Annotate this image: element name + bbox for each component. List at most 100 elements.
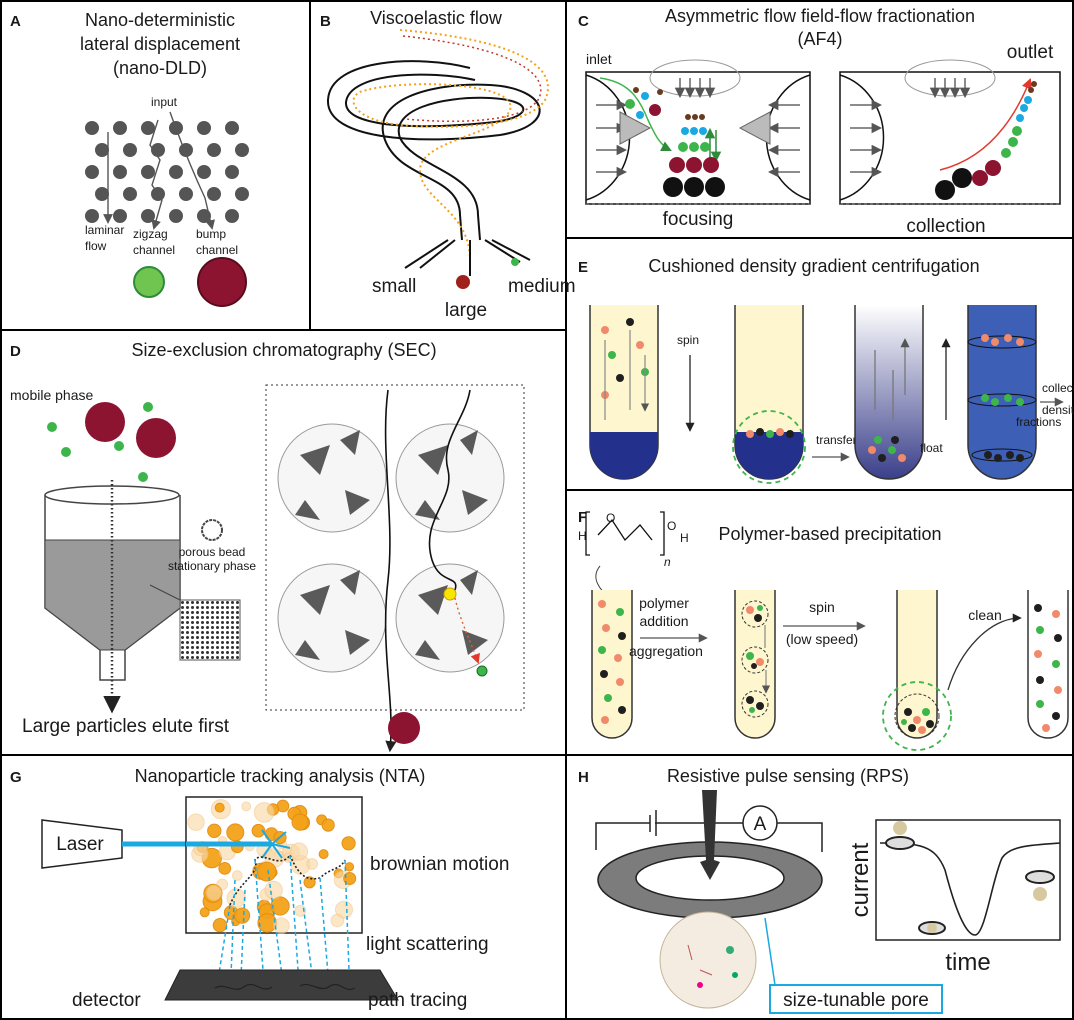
dld-pillar [225, 165, 239, 179]
collection-crossflow-arrows [850, 78, 971, 178]
inlet-arrow [599, 77, 672, 151]
panel-f-title: Polymer-based precipitation [718, 524, 941, 544]
nta-particle [234, 907, 251, 924]
bead-pores [295, 430, 488, 660]
detector-trace-2 [299, 983, 356, 990]
dld-pillar [207, 187, 221, 201]
brownian-trajectory [229, 853, 346, 906]
large-particle-eluted [388, 712, 420, 744]
low-speed-label: (low speed) [786, 631, 858, 647]
dld-pillar [141, 165, 155, 179]
nta-particles [187, 799, 357, 935]
brownian-label: brownian motion [370, 854, 509, 875]
dld-pillar [235, 187, 249, 201]
tube-3 [854, 305, 924, 480]
panel-h: H Resistive pulse sensing (RPS) A size-t… [578, 766, 1061, 1014]
panel-letter-g: G [10, 769, 22, 786]
peg-o-right: O [667, 519, 676, 533]
focusing-particles [625, 87, 725, 197]
panel-d: D Size-exclusion chromatography (SEC) mo… [10, 340, 525, 753]
tube-a [591, 590, 633, 739]
panel-a-title-1: Nano-deterministic [85, 10, 235, 30]
medium-particle-outlet [511, 258, 519, 266]
pore-icon-start [885, 836, 915, 850]
focusing-chevron-left [619, 111, 652, 145]
tube-3-particles [868, 340, 906, 462]
bump-label-2: channel [196, 243, 238, 257]
medium-flow-path [352, 29, 550, 261]
panel-e: E Cushioned density gradient centrifugat… [578, 256, 1074, 484]
large-particle-outlet [456, 275, 470, 289]
dld-pillar-array [85, 121, 249, 223]
collect-label-1: collect [1042, 381, 1074, 395]
dld-pillar [197, 165, 211, 179]
bead-zoom-box [265, 384, 525, 711]
vesicle-icon-start [893, 821, 907, 835]
tube-2-cushion [735, 432, 803, 479]
nta-particle [335, 900, 353, 919]
panel-a-title-3: (nano-DLD) [113, 58, 207, 78]
sec-column-stationary [44, 539, 181, 651]
zoom-connector [149, 584, 181, 601]
dld-pillar [207, 143, 221, 157]
collect-label-2: density [1042, 403, 1074, 417]
tube-1-particles [601, 318, 649, 420]
collection-label: collection [906, 216, 985, 237]
tube-c [896, 590, 938, 739]
nta-particle [341, 836, 356, 851]
nta-particle [306, 858, 319, 870]
tube-2-highlight [732, 410, 806, 484]
polymer-label-1: polymer [639, 595, 689, 611]
collect-label-3: fractions [1016, 415, 1061, 429]
ammeter-label: A [754, 814, 767, 835]
porous-bead-label: porous bead [179, 545, 246, 559]
panel-h-title: Resistive pulse sensing (RPS) [667, 766, 909, 786]
panel-b: B Viscoelastic flow small large medium [320, 8, 576, 321]
tube-2-particles [746, 428, 794, 438]
dld-pillar [169, 165, 183, 179]
channel-wall-outer [326, 60, 541, 241]
polymer-label-2: addition [639, 613, 688, 629]
dld-pillar [113, 165, 127, 179]
nta-particle [291, 813, 309, 831]
laser-label: Laser [56, 834, 104, 855]
dld-pillar [141, 209, 155, 223]
peg-h-left: H [578, 529, 587, 543]
zigzag-label-2: channel [133, 243, 175, 257]
nta-particle [206, 884, 222, 901]
nta-particle [226, 823, 245, 842]
tube-d [1027, 590, 1069, 739]
tube-c-pellet [894, 693, 940, 739]
panel-c-title-1: Asymmetric flow field-flow fractionation [665, 6, 975, 26]
panel-letter-h: H [578, 769, 589, 786]
vesicle-icon-end [1033, 887, 1047, 901]
detector-trace-1 [214, 984, 273, 990]
panel-a-input-label: input [151, 95, 178, 109]
panel-c: C Asymmetric flow field-flow fractionati… [578, 6, 1061, 237]
nta-particle [321, 818, 335, 832]
float-label: float [920, 441, 943, 455]
medium-label: medium [508, 276, 576, 297]
panel-letter-e: E [578, 259, 588, 276]
spin-label-f: spin [809, 599, 835, 615]
nta-particle [330, 913, 345, 928]
large-particle-path [384, 389, 397, 753]
panel-a: A Nano-deterministic lateral displacemen… [10, 10, 249, 307]
large-flow-path [402, 35, 542, 122]
transfer-label: transfer [816, 433, 857, 447]
panel-c-title-2: (AF4) [798, 29, 843, 49]
small-particle-path [428, 389, 471, 591]
laser-source [41, 819, 123, 869]
dld-pillar [95, 143, 109, 157]
dld-pillar [225, 121, 239, 135]
vesicle [659, 911, 757, 1009]
tracing-label: path tracing [368, 990, 467, 1011]
focusing-chamber [585, 71, 811, 205]
focusing-top-lobe [649, 59, 741, 97]
nta-particle [256, 861, 277, 882]
zigzag-label-1: zigzag [133, 227, 168, 241]
trapped-particle [443, 587, 457, 601]
tube-4-bands [967, 334, 1037, 462]
dld-pillar [151, 143, 165, 157]
